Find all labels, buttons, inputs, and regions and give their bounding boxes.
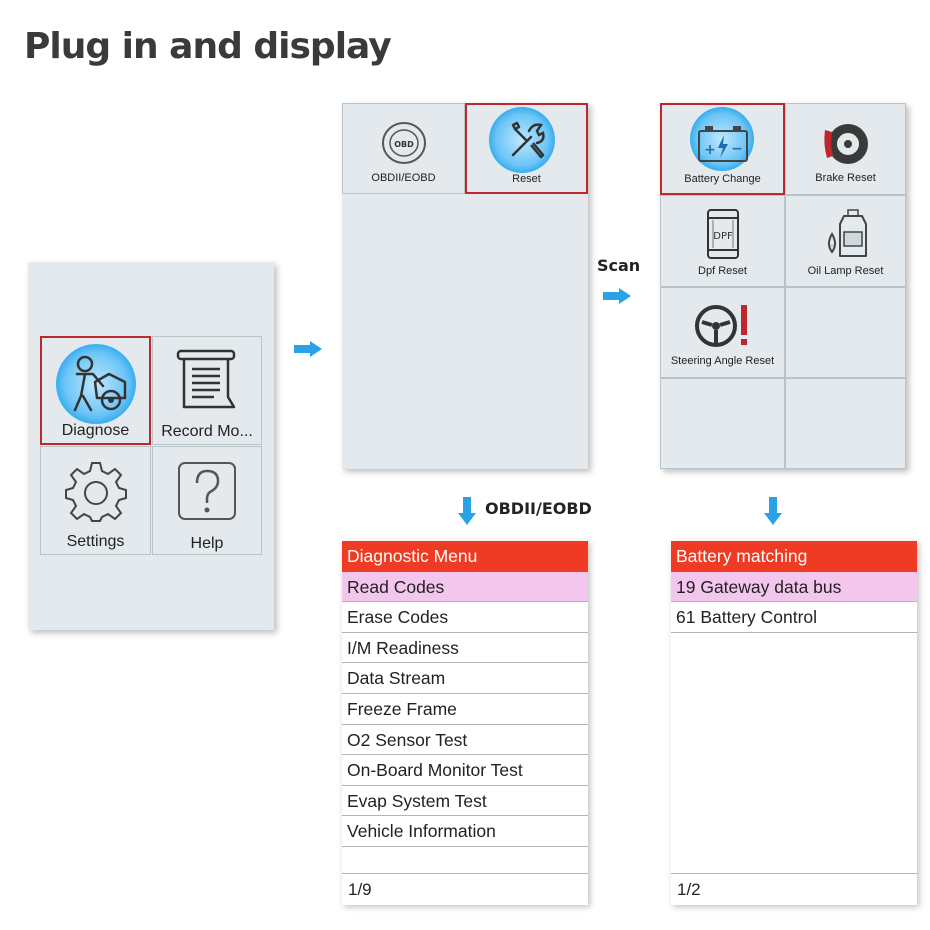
question-mark-icon xyxy=(178,462,236,520)
tile-reset[interactable]: Reset xyxy=(465,103,588,194)
wrench-screwdriver-icon xyxy=(511,121,545,159)
steering-warning-icon xyxy=(694,305,747,347)
svg-text:−: − xyxy=(731,141,743,157)
svg-text:OBD: OBD xyxy=(394,140,414,149)
tile-settings[interactable]: Settings xyxy=(40,446,151,555)
tile-oil-lamp-reset[interactable]: ◌ Oil Lamp Reset xyxy=(785,195,906,287)
mechanic-car-icon xyxy=(73,355,126,412)
tile-brake-reset-label: Brake Reset xyxy=(815,172,876,184)
page-indicator: 1/9 xyxy=(342,873,588,905)
dpf-filter-icon: DPF xyxy=(706,209,739,259)
menu-item-data-stream[interactable]: Data Stream xyxy=(342,663,588,694)
page-indicator: 1/2 xyxy=(671,873,917,905)
menu-item-im-readiness[interactable]: I/M Readiness xyxy=(342,633,588,664)
svg-text:+: + xyxy=(704,142,716,158)
arrow-right-icon xyxy=(294,341,322,357)
tile-obd-label: OBDII/EOBD xyxy=(371,172,436,184)
menu-item-on-board-monitor-test[interactable]: On-Board Monitor Test xyxy=(342,755,588,786)
tile-brake-reset[interactable]: Brake Reset xyxy=(785,103,906,195)
tile-obd[interactable]: OBD OBDII/EOBD xyxy=(342,103,465,194)
tile-steering-angle-reset-label: Steering Angle Reset xyxy=(670,355,775,367)
tile-help-label: Help xyxy=(190,535,224,552)
tile-dpf-reset-label: Dpf Reset xyxy=(698,265,747,277)
svg-text:DPF: DPF xyxy=(713,231,733,242)
arrow-down-icon xyxy=(764,497,782,525)
menu-item-vehicle-information[interactable]: Vehicle Information xyxy=(342,816,588,847)
arrow-down-icon xyxy=(458,497,476,525)
tile-oil-lamp-reset-label: Oil Lamp Reset xyxy=(807,265,884,277)
menu-item-erase-codes[interactable]: Erase Codes xyxy=(342,602,588,633)
battery-menu: Battery matching 19 Gateway data bus 61 … xyxy=(671,541,917,905)
menu-item-gateway-data-bus[interactable]: 19 Gateway data bus xyxy=(671,571,917,603)
menu-title: Diagnostic Menu xyxy=(342,541,588,572)
tile-record-label: Record Mo... xyxy=(161,423,253,440)
reset-screen: + − Battery Change Brake Reset DPF Dpf R… xyxy=(660,103,906,469)
page-headline: Plug in and display xyxy=(24,26,392,67)
tile-help[interactable]: Help xyxy=(152,446,262,555)
battery-icon: + − xyxy=(697,126,748,162)
tile-battery-change-label: Battery Change xyxy=(684,173,761,185)
empty-tile xyxy=(660,378,785,469)
tile-reset-label: Reset xyxy=(512,173,541,185)
tile-diagnose-label: Diagnose xyxy=(61,422,130,439)
function-screen: OBD OBDII/EOBD Reset xyxy=(342,103,588,469)
empty-tile xyxy=(785,378,906,469)
tile-battery-change[interactable]: + − Battery Change xyxy=(660,103,785,195)
selection-glow xyxy=(489,107,555,173)
menu-item-battery-control[interactable]: 61 Battery Control xyxy=(671,602,917,633)
svg-text:◌: ◌ xyxy=(828,243,835,252)
menu-item-evap-system-test[interactable]: Evap System Test xyxy=(342,786,588,817)
tile-steering-angle-reset[interactable]: Steering Angle Reset xyxy=(660,287,785,378)
menu-title: Battery matching xyxy=(671,541,917,572)
empty-tile xyxy=(785,287,906,378)
menu-item-o2-sensor-test[interactable]: O2 Sensor Test xyxy=(342,725,588,756)
home-screen: Diagnose Record Mo... Settings Help xyxy=(28,262,274,630)
diagnostic-menu: Diagnostic Menu Read Codes Erase Codes I… xyxy=(342,541,588,905)
gear-icon xyxy=(64,462,127,522)
obd-steering-wheel-icon: OBD xyxy=(381,122,426,164)
menu-item-read-codes[interactable]: Read Codes xyxy=(342,571,588,603)
obd-caption: OBDII/EOBD xyxy=(485,499,592,518)
tile-settings-label: Settings xyxy=(66,533,125,550)
arrow-right-icon xyxy=(603,288,631,304)
tile-diagnose[interactable]: Diagnose xyxy=(40,336,151,445)
tile-record[interactable]: Record Mo... xyxy=(152,336,262,445)
tile-dpf-reset[interactable]: DPF Dpf Reset xyxy=(660,195,785,287)
oil-can-icon: ◌ xyxy=(827,209,867,257)
menu-item-freeze-frame[interactable]: Freeze Frame xyxy=(342,694,588,725)
brake-disc-icon xyxy=(823,124,868,164)
document-record-icon xyxy=(176,349,236,409)
scan-caption: Scan xyxy=(597,256,641,275)
